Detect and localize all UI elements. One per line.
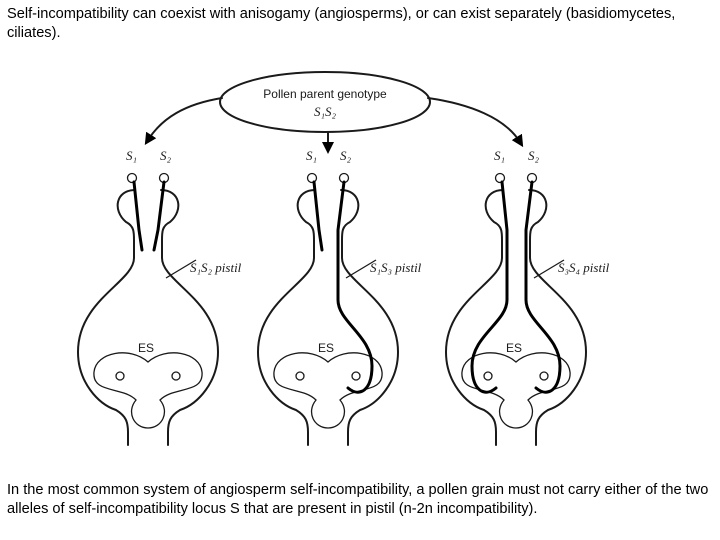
pollen-tube-left [312,180,324,252]
arrow-to-pistil-1 [144,97,223,146]
pistil-label: S₃S₄ pistil [558,260,610,275]
pollen-grain-left [306,172,318,184]
bottom-caption: In the most common system of angiosperm … [7,482,709,517]
pollen-tube-left [470,180,509,394]
parent-label-line2: S₁S₂ [314,104,337,119]
top-caption: Self-incompatibility can coexist with an… [7,6,676,41]
embryo-sac-label: ES [318,341,334,355]
pollen-tube-left [132,180,144,252]
parent-label-line1: Pollen parent genotype [263,87,387,101]
arrow-to-pistil-3 [427,97,524,148]
pistil-label: S₁S₂ pistil [190,260,242,275]
pollen-grain-left [126,172,138,184]
pistil-label: S₁S₃ pistil [370,260,422,275]
embryo-sac-label: ES [138,341,154,355]
pistil-3: S₁ S₂ ES S₃S₄ pistil [445,148,610,446]
pollen-tube-right [152,180,166,252]
pollen-tube-right [524,180,562,394]
pistil-2: S₁ S₂ ES S₁S₃ pistil [257,148,422,446]
pollen-right-label: S₂ [528,148,540,163]
pollen-left-label: S₁ [126,148,137,163]
pollen-right-label: S₂ [340,148,352,163]
pistil-1: S₁ S₂ ES S₁S₂ pistil [77,148,242,446]
pollen-right-label: S₂ [160,148,172,163]
pollen-grain-left [494,172,506,184]
pollen-left-label: S₁ [306,148,317,163]
pollen-parent-genotype: Pollen parent genotype S₁S₂ [219,71,431,133]
pollen-tube-right [336,180,374,394]
self-incompatibility-diagram: Pollen parent genotype S₁S₂ S₁ S₂ ES S₁S… [77,71,610,446]
embryo-sac-label: ES [506,341,522,355]
pollen-left-label: S₁ [494,148,505,163]
